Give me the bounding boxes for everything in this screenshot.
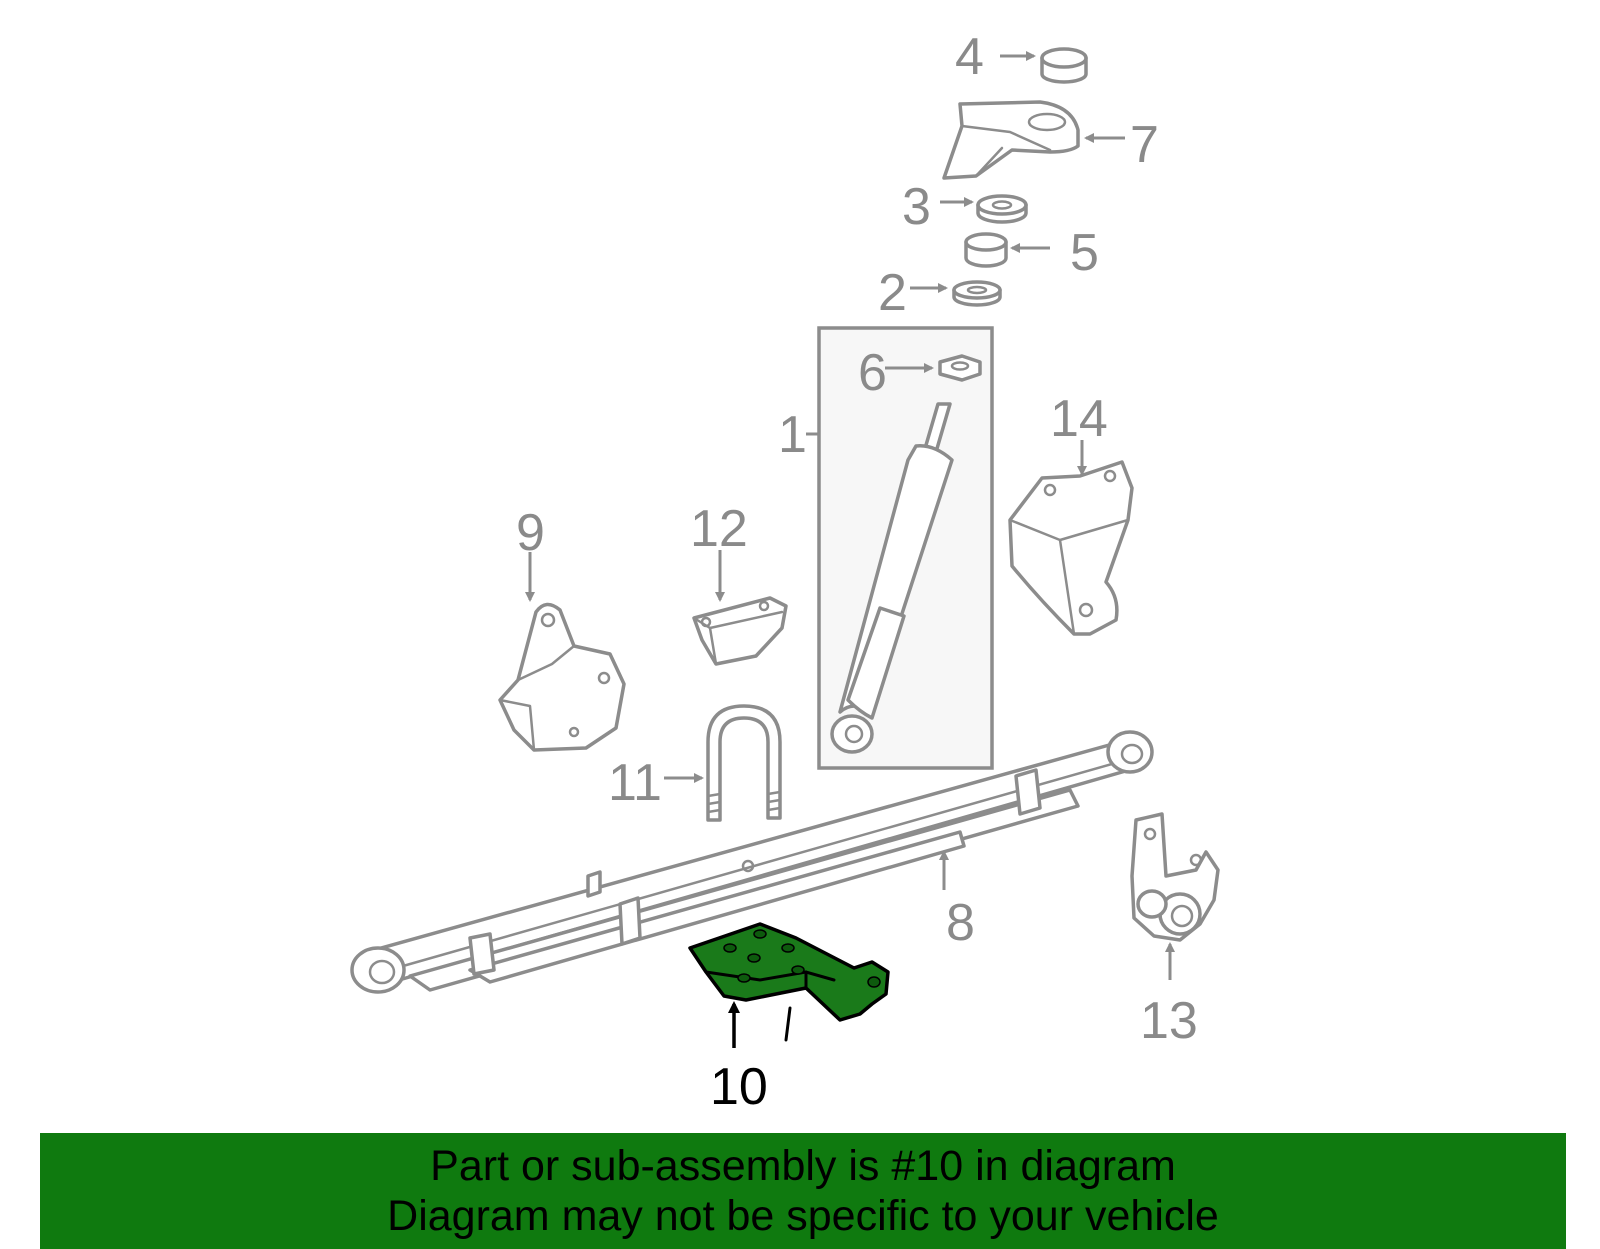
part-13-shackle[interactable] bbox=[1130, 812, 1220, 942]
part-2-washer[interactable] bbox=[952, 280, 1002, 307]
callout-4: 4 bbox=[955, 28, 984, 86]
banner-line-1: Part or sub-assembly is #10 in diagram bbox=[430, 1142, 1176, 1190]
callout-8: 8 bbox=[946, 894, 975, 952]
part-5-bushing[interactable] bbox=[964, 232, 1008, 268]
callout-13: 13 bbox=[1140, 992, 1198, 1050]
callout-10: 10 bbox=[710, 1058, 768, 1116]
banner-line-2: Diagram may not be specific to your vehi… bbox=[387, 1192, 1219, 1240]
callout-11: 11 bbox=[608, 754, 662, 812]
callout-6: 6 bbox=[858, 344, 887, 402]
callout-3: 3 bbox=[902, 178, 931, 236]
callout-12: 12 bbox=[690, 500, 748, 558]
part-6-nut[interactable] bbox=[938, 354, 982, 382]
callout-5: 5 bbox=[1070, 224, 1099, 282]
part-14-bracket[interactable] bbox=[1008, 460, 1134, 636]
part-7-upper-mount[interactable] bbox=[942, 100, 1080, 180]
part-4-bushing[interactable] bbox=[1040, 47, 1088, 84]
part-10-spring-seat-bracket[interactable] bbox=[688, 922, 890, 1042]
part-9-spring-hanger[interactable] bbox=[498, 602, 626, 752]
part-3-washer[interactable] bbox=[976, 194, 1028, 224]
callout-1: 1 bbox=[778, 406, 807, 464]
part-12-bump-stop[interactable] bbox=[692, 596, 788, 666]
callout-7: 7 bbox=[1130, 116, 1159, 174]
callout-14: 14 bbox=[1050, 390, 1108, 448]
callout-9: 9 bbox=[516, 504, 545, 562]
part-11-u-bolt[interactable] bbox=[706, 704, 782, 822]
info-banner: Part or sub-assembly is #10 in diagram D… bbox=[40, 1133, 1566, 1249]
part-1-shock-absorber[interactable] bbox=[817, 326, 994, 770]
part-8-leaf-spring[interactable] bbox=[350, 730, 1154, 994]
callout-2: 2 bbox=[878, 264, 907, 322]
